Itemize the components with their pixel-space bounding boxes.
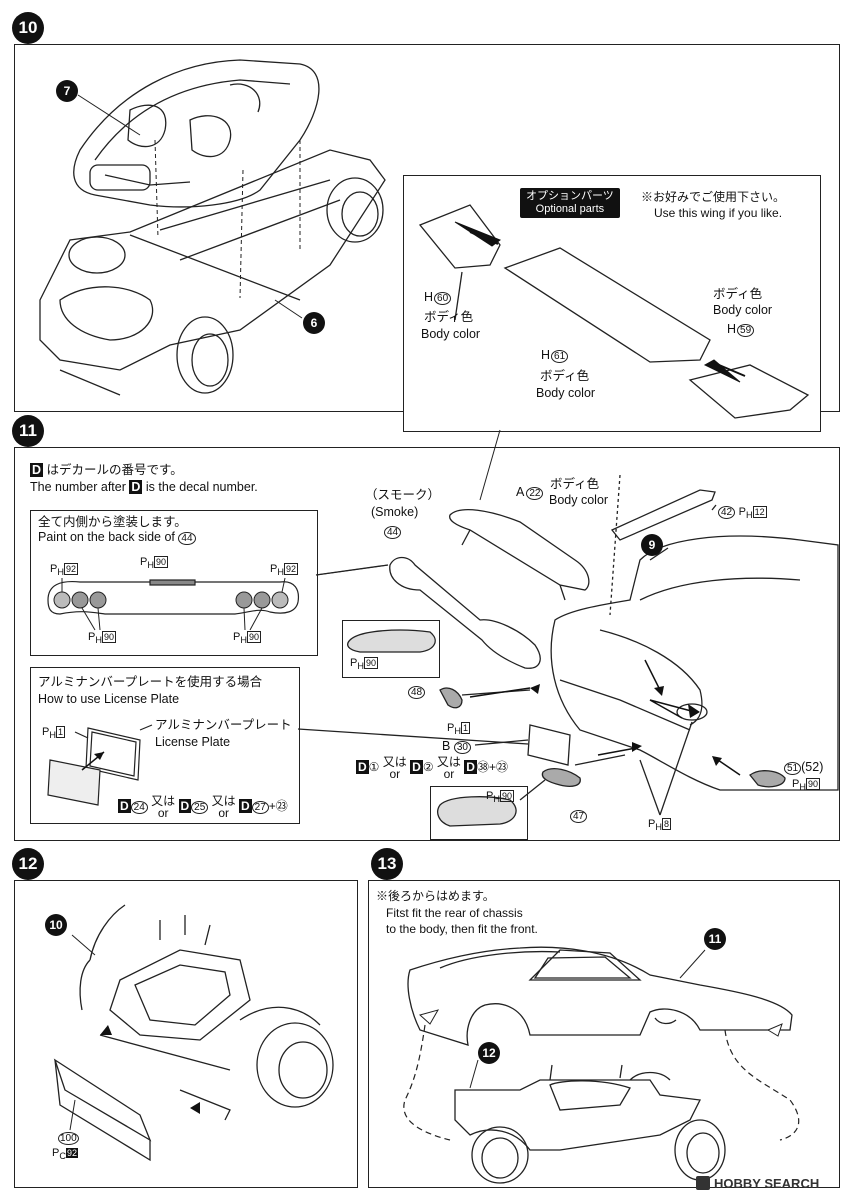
license-title-en: How to use License Plate (38, 692, 180, 706)
paint-backside-box (30, 510, 318, 656)
a22-color-en: Body color (549, 493, 609, 507)
step-12-frame (14, 880, 358, 1188)
smoke-en: (Smoke) (371, 505, 419, 519)
part-6-callout: 6 (303, 312, 325, 334)
step-10-number: 10 (12, 12, 44, 44)
grille-box-lower (430, 786, 528, 840)
h59-color-jp: ボディ色 (713, 287, 763, 301)
part-7-callout: 7 (56, 80, 78, 102)
h60-color-en: Body color (421, 327, 481, 341)
b30-label: B 30 (442, 739, 471, 755)
step-12-number: 12 (12, 848, 44, 880)
license-title-jp: アルミナンバープレートを使用する場合 (38, 675, 263, 689)
decal-note-jp: D はデカールの番号です。 (30, 463, 183, 477)
optional-note-jp: ※お好みでご使用下さい。 (641, 190, 786, 204)
paint-note-en: Paint on the back side of 44 (38, 530, 196, 546)
step-13-note-jp: ※後ろからはめます。 (376, 889, 495, 903)
part-47-label: 47 (570, 808, 588, 824)
step-11-number: 11 (12, 415, 44, 447)
part-9-callout: 9 (641, 534, 663, 556)
license-plate-en: License Plate (155, 735, 231, 749)
watermark-logo-icon (696, 1176, 710, 1190)
optional-note-en: Use this wing if you like. (654, 206, 783, 220)
step-13-note-en-2: to the body, then fit the front. (386, 922, 538, 936)
part-51-52-label: 51(52) (784, 760, 823, 776)
step-13-number: 13 (371, 848, 403, 880)
a22-color-jp: ボディ色 (550, 477, 600, 491)
step-13-frame (368, 880, 840, 1188)
part-48-label: 48 (408, 684, 426, 700)
h60-color-jp: ボディ色 (424, 310, 474, 324)
license-plate-jp: アルミナンバープレート (155, 718, 292, 732)
grille-box-upper (342, 620, 440, 678)
part-11-callout: 11 (704, 928, 726, 950)
paint-note-jp: 全て内側から塗装します。 (38, 515, 187, 529)
h61-color-jp: ボディ色 (540, 369, 590, 383)
watermark: HOBBY SEARCH (696, 1176, 819, 1191)
part-12-callout: 12 (478, 1042, 500, 1064)
pc92-label: PC92 (52, 1147, 78, 1162)
part-44-label: 44 (384, 524, 402, 540)
step-13-note-en-1: Fitst fit the rear of chassis (386, 906, 523, 920)
smoke-jp: （スモーク） (365, 488, 441, 502)
part-10-callout: 10 (45, 914, 67, 936)
decal-note-en: The number after D is the decal number. (30, 480, 258, 494)
h59-color-en: Body color (713, 303, 773, 317)
h61-color-en: Body color (536, 386, 596, 400)
part-100-label: 100 (58, 1132, 79, 1145)
optional-parts-badge: オプションパーツ Optional parts (520, 188, 620, 218)
